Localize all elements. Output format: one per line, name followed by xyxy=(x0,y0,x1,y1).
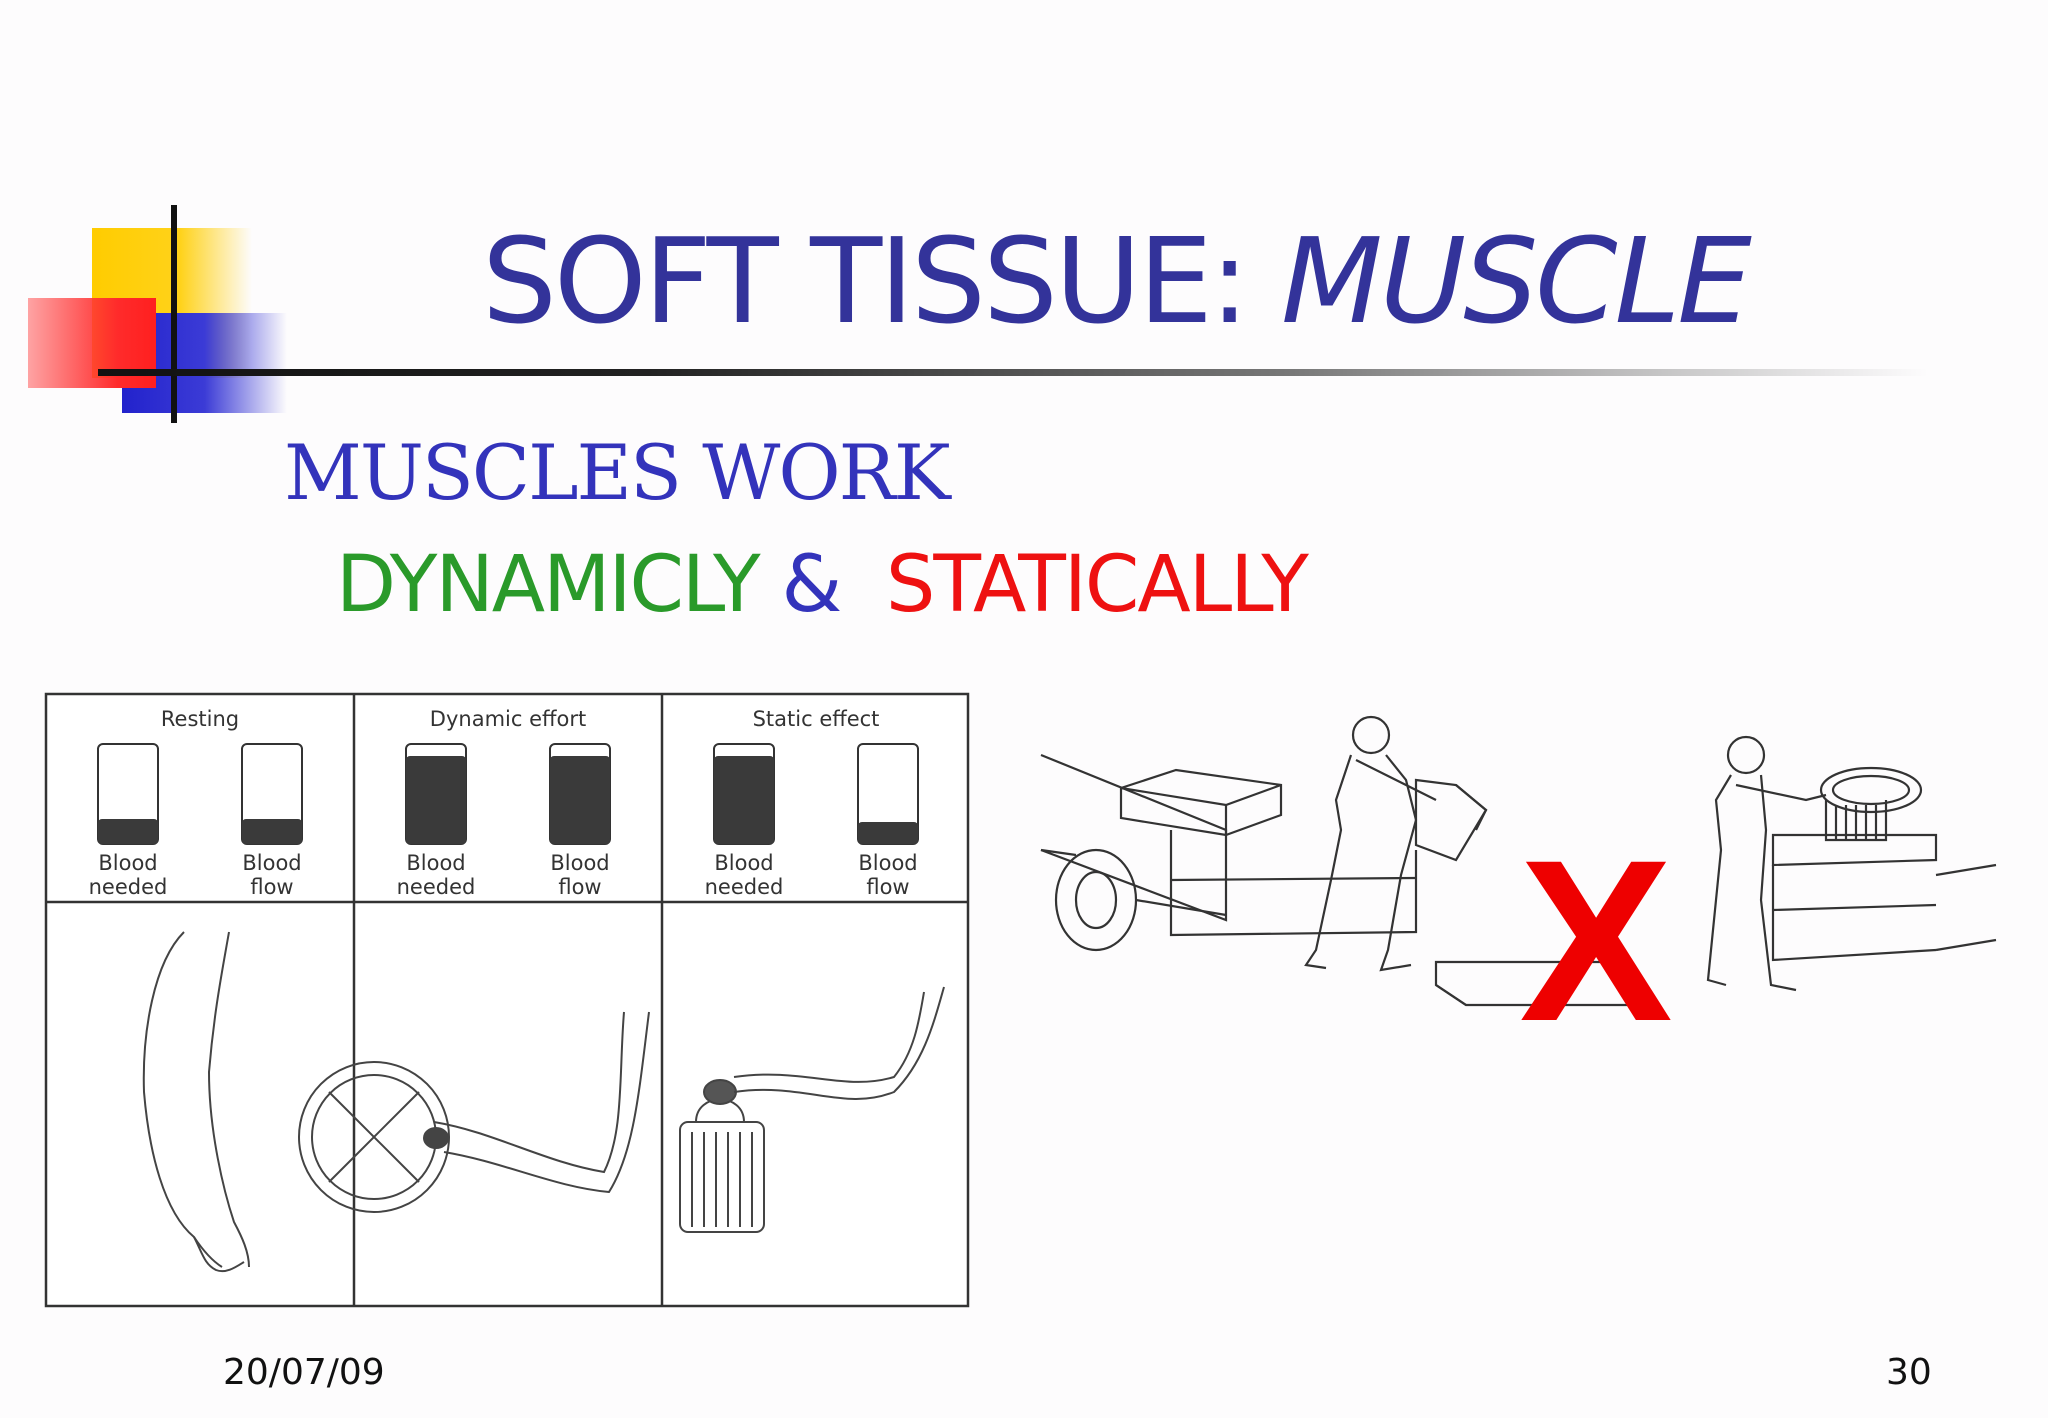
panel-heading: Static effect xyxy=(753,707,880,731)
subtitle-line-2: DYNAMICLY & STATICALLY xyxy=(336,540,1309,630)
blood-flow-label-2: flow xyxy=(250,875,293,899)
blood-flow-level xyxy=(858,822,918,844)
word-statically: STATICALLY xyxy=(885,540,1309,630)
blood-needed-level xyxy=(406,756,466,844)
blood-needed-level xyxy=(98,819,158,844)
subtitle: MUSCLES WORK xyxy=(284,428,951,517)
blood-flow-label: Blood xyxy=(858,851,917,875)
title-emphasis: MUSCLE xyxy=(1281,212,1752,350)
footer-date: 20/07/09 xyxy=(223,1352,385,1393)
static-arm-drawing xyxy=(679,986,945,1233)
panel-heading: Resting xyxy=(161,707,239,731)
blood-flow-label-2: flow xyxy=(866,875,909,899)
blood-flow-level xyxy=(550,756,610,844)
word-ampersand: & xyxy=(781,540,842,630)
blood-flow-level xyxy=(242,819,302,844)
blood-flow-label: Blood xyxy=(550,851,609,875)
blood-needed-label-2: needed xyxy=(705,875,784,899)
title-main: SOFT TISSUE: xyxy=(482,212,1282,350)
blood-needed-label: Blood xyxy=(714,851,773,875)
resting-arm-drawing xyxy=(142,931,250,1273)
blood-needed-label-2: needed xyxy=(89,875,168,899)
blood-needed-label: Blood xyxy=(406,851,465,875)
blood-needed-label-2: needed xyxy=(397,875,476,899)
blood-needed-level xyxy=(714,756,774,844)
blood-flow-label-2: flow xyxy=(558,875,601,899)
cross-mark: X xyxy=(1519,812,1672,1050)
dynamic-arm-drawing xyxy=(298,1011,650,1213)
blood-needed-label: Blood xyxy=(98,851,157,875)
panel-heading: Dynamic effort xyxy=(430,707,586,731)
title-underline xyxy=(98,369,1928,376)
word-dynamicly: DYNAMICLY xyxy=(336,540,761,630)
decor-vertical-line xyxy=(171,205,177,423)
slide-number: 30 xyxy=(1886,1352,1932,1393)
slide-title: SOFT TISSUE: MUSCLE xyxy=(482,212,1752,350)
workplace-scene: X xyxy=(1040,715,1997,1050)
blood-flow-label: Blood xyxy=(242,851,301,875)
